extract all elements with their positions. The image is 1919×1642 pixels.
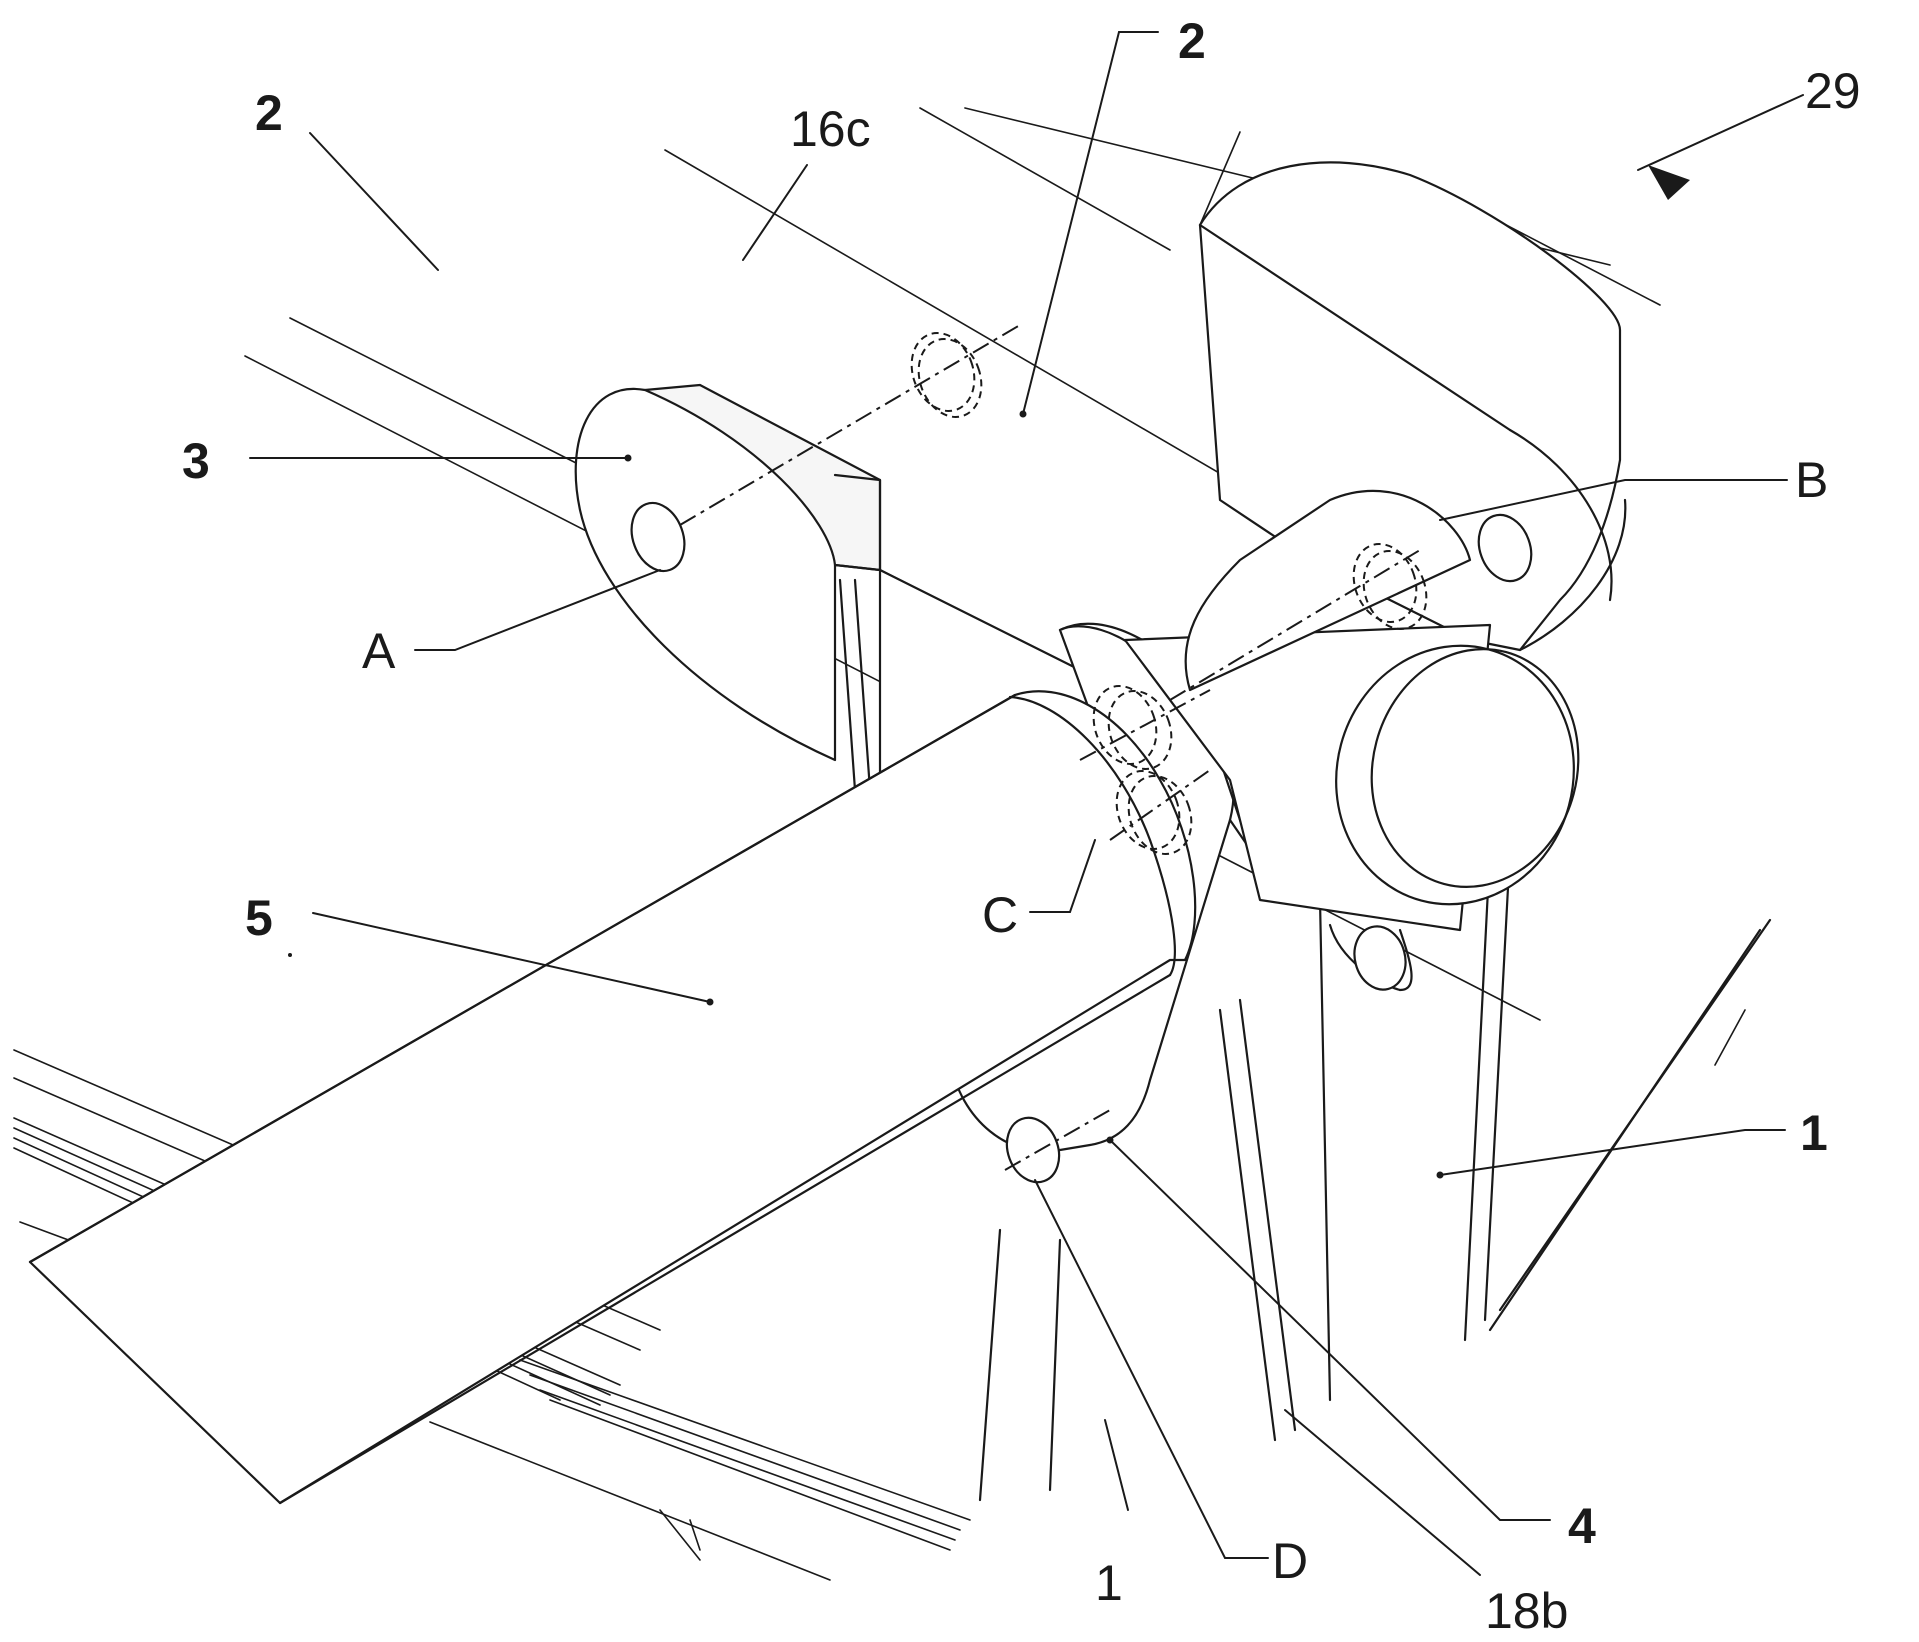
label-C: C <box>982 887 1018 943</box>
hinge-cylinder <box>1123 489 1580 992</box>
label-B: B <box>1795 452 1828 508</box>
label-29: 29 <box>1805 63 1861 119</box>
label-18b: 18b <box>1485 1583 1568 1639</box>
reference-labels: 2 2 16c 29 3 B A C 5 1 4 D 1 18b <box>182 13 1861 1639</box>
label-2-left: 2 <box>255 85 283 141</box>
label-3: 3 <box>182 433 210 489</box>
leader-lines <box>249 31 1804 1576</box>
label-16c: 16c <box>790 101 871 157</box>
label-2-top: 2 <box>1178 13 1206 69</box>
label-1-bottom: 1 <box>1095 1555 1123 1611</box>
label-D: D <box>1272 1533 1308 1589</box>
hidden-features <box>679 324 1428 855</box>
label-4: 4 <box>1568 1498 1596 1554</box>
label-A: A <box>362 623 396 679</box>
leader-dots <box>288 410 1444 1179</box>
label-5: 5 <box>245 890 273 946</box>
label-1-right: 1 <box>1800 1105 1828 1161</box>
main-tube-5 <box>28 690 1197 1505</box>
